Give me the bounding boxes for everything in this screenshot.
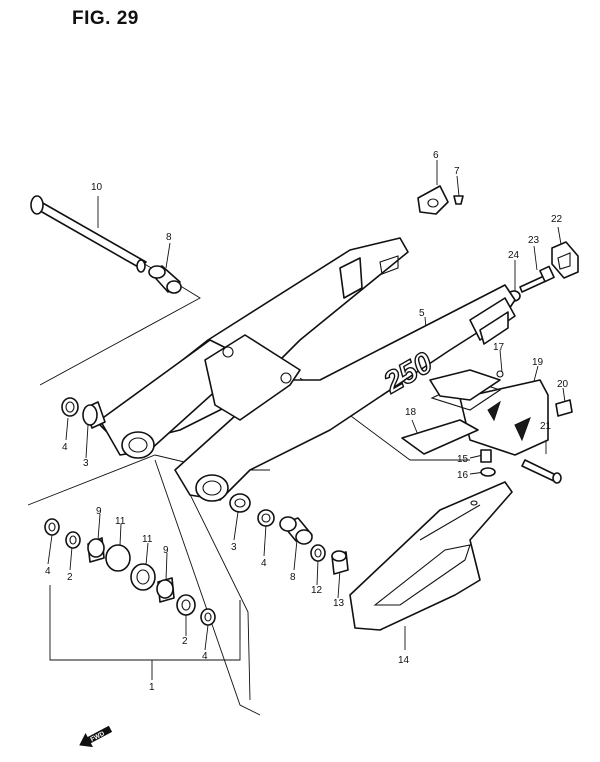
callout-18: 18 <box>405 407 417 418</box>
part-8-bushing-right <box>279 516 313 545</box>
callout-8-b: 8 <box>290 572 296 583</box>
part-4-seal-right <box>257 509 275 527</box>
callout-numbers: 1 2 2 3 3 4 4 4 4 5 6 7 8 8 9 9 10 11 11… <box>45 150 569 693</box>
figure-title: FIG. 29 <box>72 8 139 29</box>
callout-4-d: 4 <box>202 651 208 662</box>
part-7-screw <box>453 195 464 205</box>
callout-21: 21 <box>540 421 552 432</box>
callout-19: 19 <box>532 357 544 368</box>
callout-23: 23 <box>528 235 540 246</box>
swingarm-body: 250 <box>99 237 516 502</box>
part-23-adjuster-bolt <box>519 265 555 293</box>
part-13-collar <box>331 550 349 575</box>
part-9-collar-lower-left <box>87 537 105 563</box>
callout-7: 7 <box>454 166 460 177</box>
callout-8-a: 8 <box>166 232 172 243</box>
part-15-bolt <box>480 449 492 463</box>
part-4-seal-left-upper <box>61 397 79 417</box>
part-12-washer <box>310 544 326 562</box>
part-22-adjuster-block <box>551 241 579 279</box>
callout-5: 5 <box>419 308 425 319</box>
callout-20: 20 <box>557 379 569 390</box>
part-20-bolt <box>555 399 573 417</box>
part-10-pivot-shaft <box>30 195 147 273</box>
callout-4-b: 4 <box>261 558 267 569</box>
part-2-bearing-lower-left <box>65 531 81 549</box>
part-11-spacer-left <box>105 544 131 572</box>
part-3-bearing-left-upper <box>82 401 106 429</box>
part-8-bushing-upper <box>148 265 182 294</box>
callout-9-b: 9 <box>163 545 169 556</box>
callout-11-a: 11 <box>115 516 126 527</box>
callout-10: 10 <box>91 182 103 193</box>
callout-2-a: 2 <box>67 572 73 583</box>
part-4-seal-lower-right <box>200 608 216 626</box>
callout-2-b: 2 <box>182 636 188 647</box>
part-17-plate <box>429 369 504 401</box>
callout-4-c: 4 <box>45 566 51 577</box>
part-4-seal-lower-left <box>44 518 60 536</box>
callout-6: 6 <box>433 150 439 161</box>
callout-13: 13 <box>333 598 345 609</box>
part-21-bolt <box>521 459 562 484</box>
callout-17: 17 <box>493 342 505 353</box>
callout-3-a: 3 <box>83 458 89 469</box>
callout-1: 1 <box>149 682 155 693</box>
callout-24: 24 <box>508 250 520 261</box>
callout-14: 14 <box>398 655 410 666</box>
callout-4-a: 4 <box>62 442 68 453</box>
part-3-bearing-right <box>229 493 251 513</box>
part-18-guard <box>401 419 479 455</box>
callout-3-b: 3 <box>231 542 237 553</box>
part-11-spacer-right <box>130 563 156 591</box>
part-16-washer <box>480 467 496 477</box>
callout-16: 16 <box>457 470 469 481</box>
part-14-chain-slider <box>349 481 513 631</box>
callout-22: 22 <box>551 214 563 225</box>
part-2-bearing-lower-right <box>176 594 196 616</box>
part-6-bracket <box>417 185 449 215</box>
callout-15: 15 <box>457 454 469 465</box>
callout-11-b: 11 <box>142 534 153 545</box>
part-9-collar-lower-right <box>156 577 175 603</box>
callout-9-a: 9 <box>96 506 102 517</box>
fwd-arrow-icon: FWD <box>79 725 113 748</box>
callout-12: 12 <box>311 585 323 596</box>
